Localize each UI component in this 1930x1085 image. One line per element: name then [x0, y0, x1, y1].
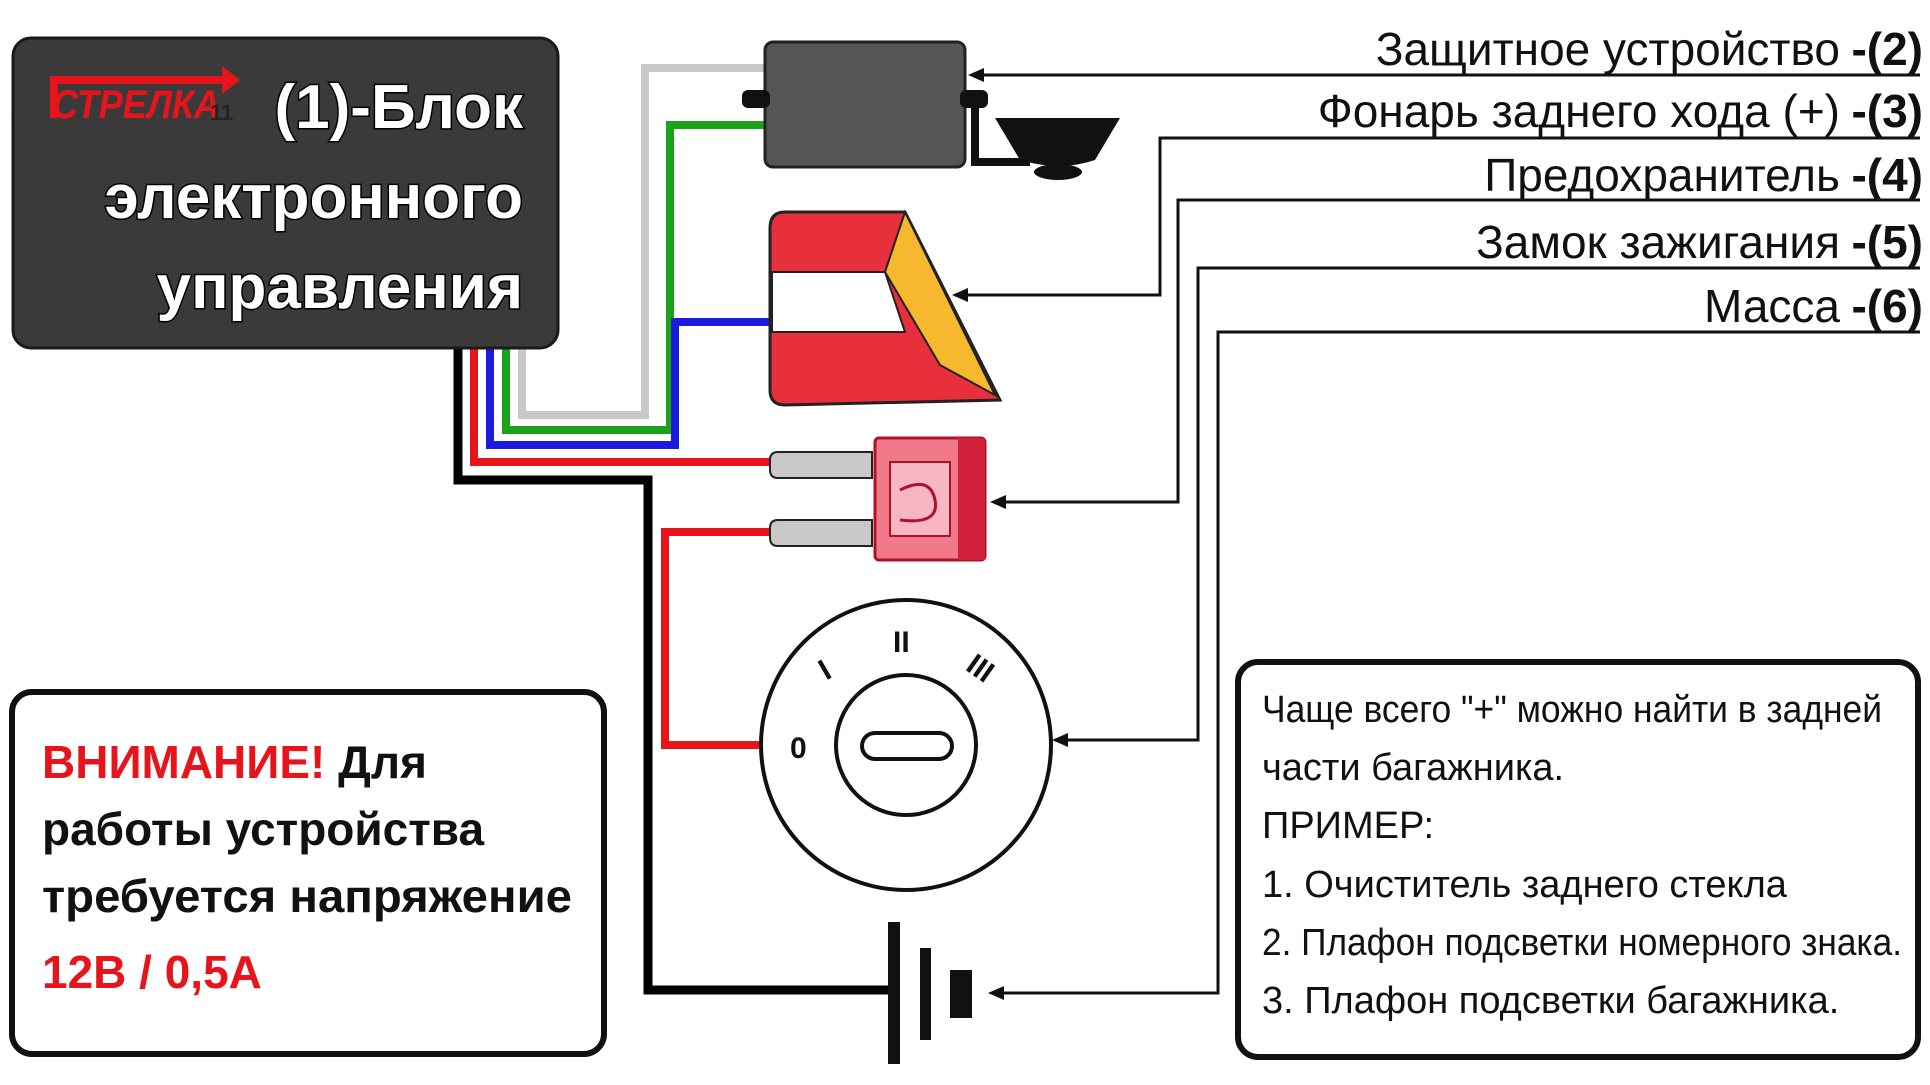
legend-num-3: -(3) [1851, 85, 1923, 137]
fuse [769, 436, 987, 562]
legend-label-4: Предохранитель [1484, 149, 1840, 201]
legend-num-4: -(4) [1851, 149, 1923, 201]
buzzer-bracket [971, 98, 1030, 166]
warning-line-1: ВНИМАНИЕ! Для [42, 736, 427, 788]
wire-gray [518, 64, 770, 419]
legend: Защитное устройство -(2) Фонарь заднего … [1318, 23, 1923, 332]
warning-box: ВНИМАНИЕ! Для работы устройства требуетс… [9, 689, 607, 1057]
wire-green [502, 121, 770, 434]
leader-4 [995, 198, 1920, 504]
leader-lines [955, 73, 1920, 995]
fuse-element [899, 482, 938, 523]
control-unit: СТРЕЛКА 11 (1)-Блок электронного управле… [11, 36, 560, 350]
note-line-1: Чаще всего "+" можно найти в задней [1262, 689, 1882, 731]
brand-logo: СТРЕЛКА 11 [50, 66, 240, 127]
warning-line-1-rest: Для [325, 736, 427, 788]
legend-label-6: Масса [1704, 280, 1840, 332]
wire-black [453, 345, 895, 995]
warning-prefix: ВНИМАНИЕ! [42, 736, 325, 788]
control-unit-title-1: (1)-Блок [275, 73, 524, 142]
wires [453, 64, 895, 995]
battery-ground [888, 922, 972, 1064]
legend-num-2: -(2) [1851, 23, 1923, 75]
leader-3 [955, 136, 1920, 297]
mount-left [742, 90, 770, 108]
fuse-window [889, 461, 951, 537]
wire-red-1 [470, 345, 775, 466]
buzzer-base [1034, 164, 1082, 180]
note-line-4: 1. Очиститель заднего стекла [1262, 864, 1788, 906]
ignition-pos-0: 0 [790, 732, 807, 765]
protection-device [742, 40, 1120, 180]
leader-5 [1057, 266, 1920, 742]
wire-red-2 [661, 528, 775, 749]
buzzer-icon [995, 118, 1120, 166]
protection-device-body [763, 40, 967, 169]
logo-text: СТРЕЛКА [52, 83, 220, 127]
warning-frame [9, 689, 607, 1057]
wire-blue [486, 318, 775, 449]
arrow-4 [990, 495, 1006, 509]
fuse-prong-top [769, 451, 873, 479]
ignition-switch: 0 I II III [759, 598, 1053, 892]
control-unit-box [11, 36, 560, 350]
leader-6 [995, 330, 1920, 995]
note-line-5: 2. Плафон подсветки номерного знака. [1262, 922, 1902, 964]
ignition-pos-2: II [893, 626, 910, 659]
lamp-amber [883, 209, 998, 398]
warning-voltage: 12В / 0,5А [42, 946, 262, 998]
note-frame [1235, 659, 1921, 1060]
arrow-5 [1052, 733, 1068, 747]
warning-line-3: требуется напряжение [42, 870, 572, 922]
battery-plate-long [888, 922, 900, 1064]
logo-suffix: 11 [210, 100, 233, 125]
warning-line-2: работы устройства [42, 803, 484, 855]
battery-plate-mid [920, 948, 931, 1040]
note-line-6: 3. Плафон подсветки багажника. [1262, 980, 1839, 1022]
lamp-white-stripe [771, 271, 907, 333]
fuse-prong-bottom [769, 519, 873, 547]
legend-label-2: Защитное устройство [1376, 23, 1840, 75]
legend-num-6: -(6) [1851, 280, 1923, 332]
note-line-3: ПРИМЕР: [1262, 805, 1434, 847]
arrow-6 [988, 986, 1004, 1000]
fuse-right-cap [958, 438, 985, 560]
note-box: Чаще всего "+" можно найти в задней част… [1235, 659, 1921, 1060]
key-slot [860, 731, 954, 761]
note-line-2: части багажника. [1262, 747, 1564, 789]
arrow-2 [968, 68, 984, 82]
control-unit-title-3: управления [157, 253, 523, 322]
arrow-3 [952, 288, 968, 302]
legend-num-5: -(5) [1851, 216, 1923, 268]
legend-label-3: Фонарь заднего хода (+) [1318, 85, 1840, 137]
reverse-lamp [768, 209, 1003, 407]
battery-plate-short [950, 970, 972, 1018]
legend-label-5: Замок зажигания [1476, 216, 1840, 268]
control-unit-title-2: электронного [104, 163, 523, 232]
logo-arrow [50, 66, 240, 118]
arrowheads [952, 68, 1068, 1000]
